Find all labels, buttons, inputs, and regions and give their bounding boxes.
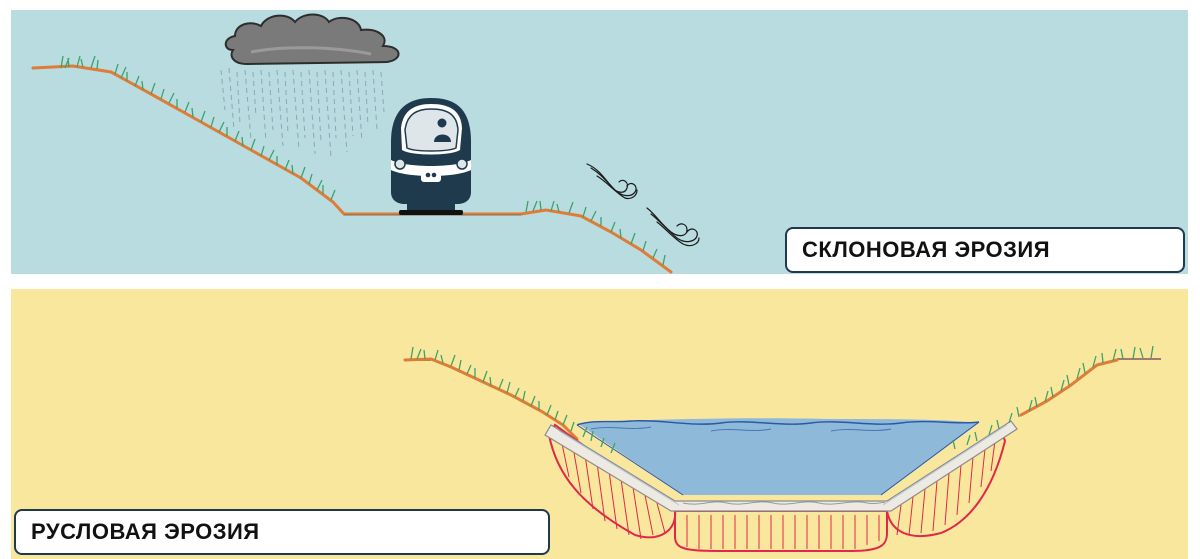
channel-bank-right [1019,358,1119,417]
driver-body [434,134,451,142]
water-edge-left [576,424,684,496]
slope-erosion-panel: СКЛОНОВАЯ ЭРОЗИЯ [11,10,1188,274]
slope-erosion-label: СКЛОНОВАЯ ЭРОЗИЯ [785,227,1185,273]
train-wheels [399,210,463,215]
slope-erosion-illustration [11,10,1188,274]
water-surface [576,419,980,426]
driver-head [437,118,447,128]
grass-channel-left [410,346,616,454]
left-headlight [394,158,406,170]
rain-streaks [220,67,385,159]
grass-left-slope [60,55,336,201]
channel-lining [544,420,1018,512]
channel-bank-left [403,357,579,441]
rain-cloud-icon [220,13,400,159]
train-coupler [421,168,441,182]
train-icon [391,98,471,215]
channel-erosion-panel: РУСЛОВАЯ ЭРОЗИЯ [11,289,1188,559]
wind-icon [586,163,700,247]
train-bogie [407,204,455,210]
reinforcement-right [885,427,1007,537]
grass-right-slope [525,200,666,266]
slope-ground-line [31,64,673,274]
river-water [577,418,979,495]
water-edge-right [880,421,980,496]
channel-bed-stones [682,501,886,505]
grass-channel-right [952,345,1154,450]
channel-erosion-label: РУСЛОВАЯ ЭРОЗИЯ [14,509,550,555]
right-headlight [456,158,468,170]
reinforcement-bottom [674,510,888,552]
